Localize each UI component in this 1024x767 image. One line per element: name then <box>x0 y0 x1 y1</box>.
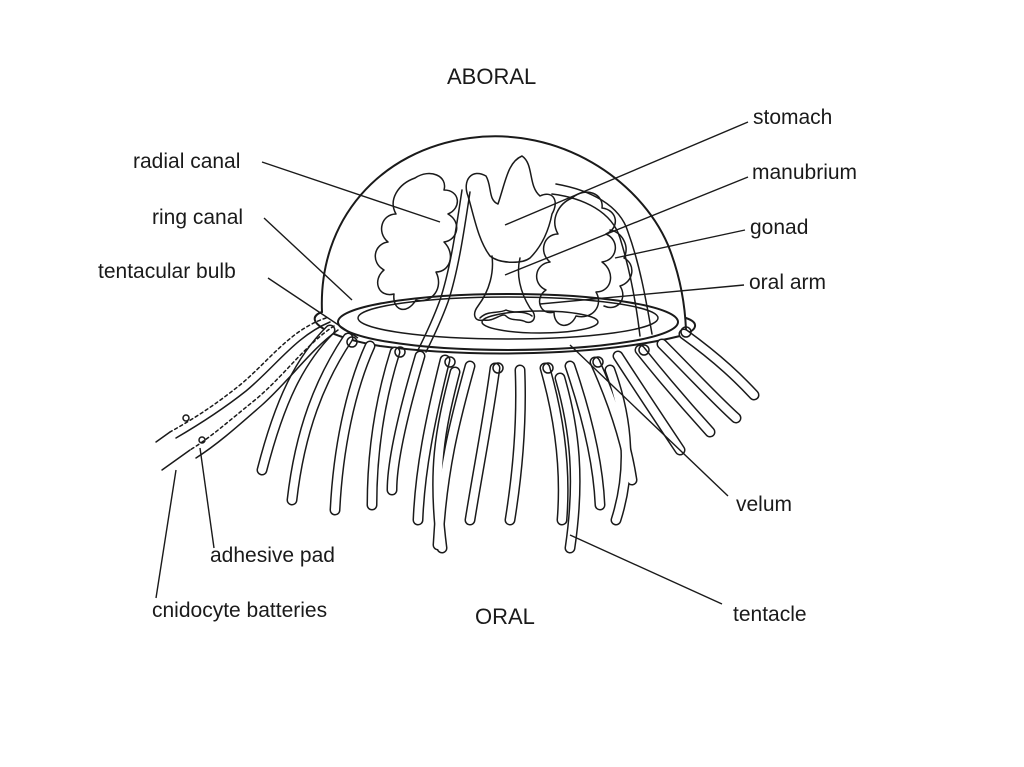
oral-opening <box>481 310 599 334</box>
leader-gonad <box>614 229 746 259</box>
velum-ellipse <box>357 296 659 340</box>
leader-tentacular-bulb <box>267 277 359 339</box>
label-ring-canal: ring canal <box>152 206 243 229</box>
radial-canals <box>417 183 653 353</box>
label-adhesive-pad: adhesive pad <box>210 544 335 567</box>
extended-tentacles <box>155 317 339 471</box>
leader-ring-canal <box>263 217 353 301</box>
stomach-manubrium <box>465 155 556 324</box>
adhesive-pad-1 <box>182 414 190 422</box>
leader-oral-arm <box>539 284 745 305</box>
radial-canal-left-a <box>417 189 463 351</box>
label-stomach: stomach <box>753 106 832 129</box>
tentacle-tip-2 <box>161 449 191 471</box>
battery-tentacle-2b <box>195 329 339 459</box>
radial-canal-right-b <box>551 193 641 337</box>
battery-tentacle-2 <box>189 325 335 451</box>
mouth-lip <box>479 309 533 319</box>
leader-radial-canal <box>261 161 441 223</box>
tentacle-tip-1 <box>155 431 171 443</box>
leader-tentacle <box>569 534 723 605</box>
bell-dome <box>320 135 687 331</box>
ring-canal-ellipse <box>337 293 679 351</box>
stomach-sac <box>465 155 556 263</box>
label-tentacle: tentacle <box>733 603 807 626</box>
leader-manubrium <box>504 176 749 276</box>
label-tentacular-bulb: tentacular bulb <box>98 260 236 283</box>
labels: ABORAL ORAL radial canal ring canal tent… <box>98 64 857 629</box>
radial-canal-right-a <box>555 183 653 335</box>
battery-tentacle-1b <box>175 321 331 439</box>
leader-stomach <box>504 121 749 226</box>
leader-adhesive-pad <box>199 447 215 549</box>
label-manubrium: manubrium <box>752 161 857 184</box>
label-oral-arm: oral arm <box>749 271 826 294</box>
radial-canal-left-b <box>425 191 471 353</box>
tentacle-group-fill <box>258 326 758 552</box>
gonad-right-back <box>603 229 633 309</box>
tentacular-bulbs <box>346 326 692 374</box>
adhesive-pad-2 <box>198 436 206 444</box>
tentacles <box>256 324 760 554</box>
leader-velum <box>569 344 729 497</box>
label-gonad: gonad <box>750 216 808 239</box>
leader-cnidocyte-batteries <box>155 469 177 599</box>
label-oral: ORAL <box>475 604 535 629</box>
label-cnidocyte-batteries: cnidocyte batteries <box>152 599 327 622</box>
gonad-right <box>536 191 616 326</box>
manubrium-tube <box>473 255 536 324</box>
battery-tentacle-1 <box>169 317 327 433</box>
gonad-left <box>374 172 458 311</box>
label-aboral: ABORAL <box>447 64 536 89</box>
leader-lines <box>155 121 749 605</box>
label-radial-canal: radial canal <box>133 150 240 173</box>
label-velum: velum <box>736 493 792 516</box>
